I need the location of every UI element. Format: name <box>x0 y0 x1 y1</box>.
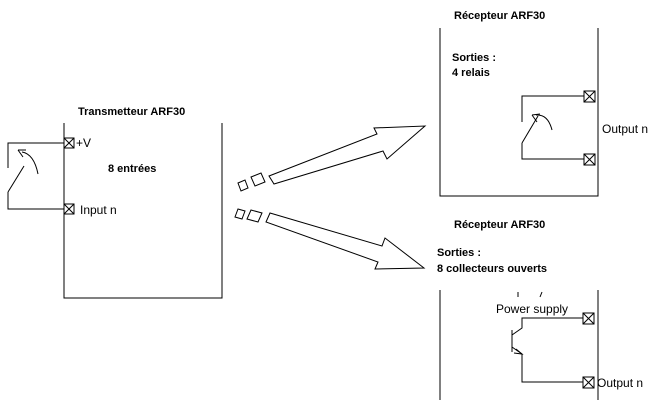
receiver-collectors-title: Récepteur ARF30 <box>454 219 545 231</box>
signal-square <box>234 208 246 220</box>
signal-square <box>246 209 263 223</box>
receiver-collectors-output-label: Output n <box>597 376 643 390</box>
terminal-cross <box>582 312 595 325</box>
transmitter-block: Transmetteur ARF30 8 entrées +V Input n <box>7 106 223 299</box>
transmitter-title: Transmetteur ARF30 <box>78 106 185 118</box>
input-switch-blade <box>7 165 25 193</box>
transistor-wire <box>511 317 583 383</box>
plus-v-label: +V <box>76 136 91 150</box>
signal-arrow-upper <box>268 125 427 185</box>
receiver-relays-outputs-title: Sorties : <box>452 52 496 64</box>
transistor-emitter-arrow <box>513 348 524 355</box>
receiver-collectors-outputs-type: 8 collecteurs ouverts <box>437 263 547 275</box>
relay-wire <box>521 95 584 160</box>
receiver-relays-outputs-type: 4 relais <box>452 67 490 79</box>
receiver-collectors-block: Récepteur ARF30 Sorties : 8 collecteurs … <box>437 219 643 400</box>
transmitter-inputs-label: 8 entrées <box>108 163 156 175</box>
receiver-relays-title: Récepteur ARF30 <box>454 10 545 22</box>
receiver-collectors-outputs-title: Sorties : <box>437 247 481 259</box>
terminal-cross <box>63 203 75 215</box>
input-switch-arrowhead <box>17 149 26 158</box>
relay-contact-arrow <box>535 114 553 131</box>
receiver-relays-block: Récepteur ARF30 Sorties : 4 relais Outpu… <box>439 10 648 197</box>
terminal-cross <box>63 137 75 149</box>
signal-arrow-lower <box>265 212 426 270</box>
radio-transmission <box>234 125 427 270</box>
input-wire <box>7 142 64 210</box>
tick-mark <box>539 291 543 298</box>
receiver-relays-output-label: Output n <box>602 122 648 136</box>
receiver-collectors-box <box>439 290 599 400</box>
terminal-cross <box>583 90 596 103</box>
input-label: Input n <box>80 203 117 217</box>
terminal-cross <box>583 153 596 166</box>
receiver-relays-box <box>439 28 599 197</box>
power-supply-label: Power supply <box>496 302 568 316</box>
input-switch-arrow <box>21 151 39 175</box>
terminal-cross <box>582 376 595 389</box>
signal-square <box>250 172 266 187</box>
signal-square <box>237 179 249 192</box>
relay-contact-arrowhead <box>531 113 541 123</box>
